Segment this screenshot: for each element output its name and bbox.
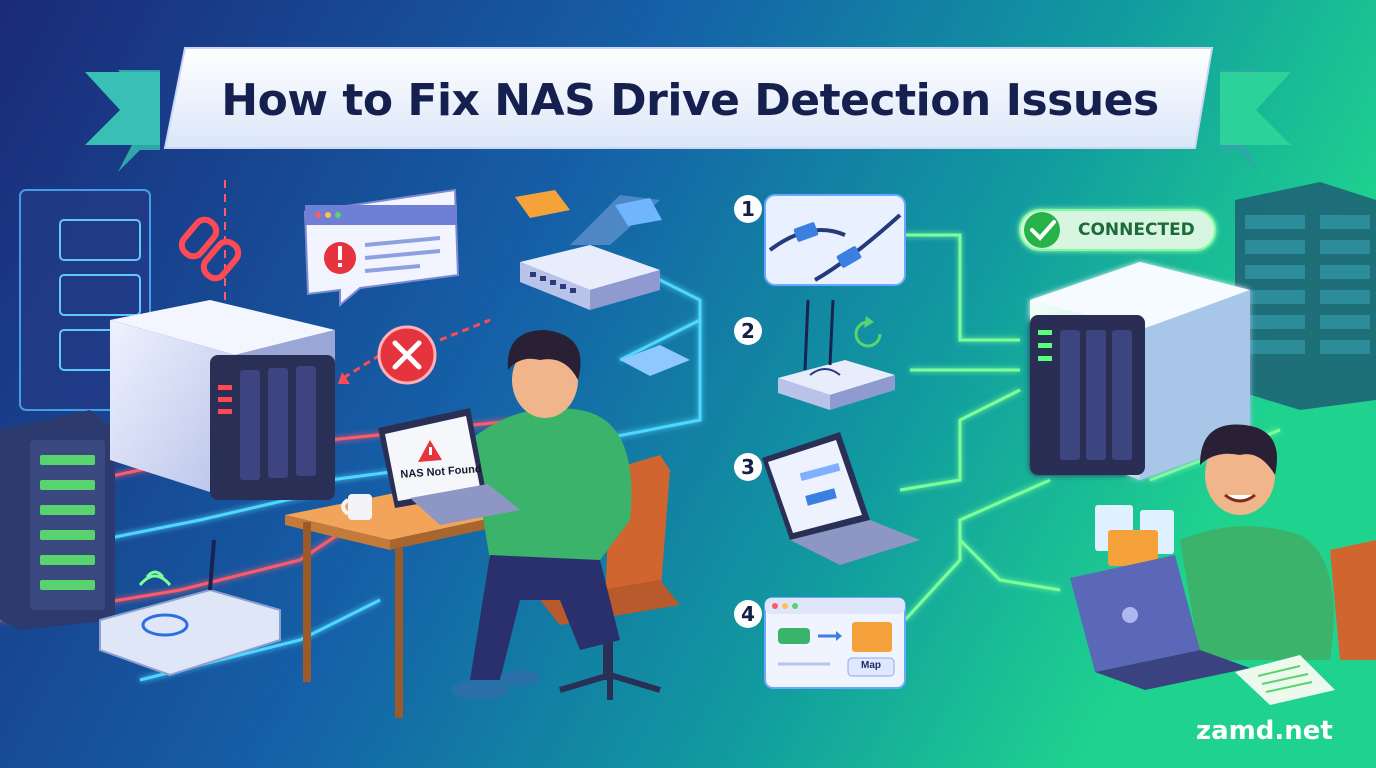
- server-rack-right: [1235, 182, 1376, 410]
- paper-document: [1235, 655, 1335, 705]
- coffee-mug-icon: [341, 494, 372, 520]
- nas-device-failed: [110, 300, 335, 500]
- server-tower-left: [0, 410, 115, 630]
- step-card-3: [734, 432, 920, 565]
- user-happy: [1180, 424, 1376, 660]
- folder-icon: [515, 190, 662, 226]
- warning-icon: [418, 440, 442, 462]
- laptop-error: [378, 408, 520, 525]
- error-x-icon: [338, 318, 491, 385]
- map-button: Map: [861, 660, 881, 671]
- step-number-1: 1: [741, 197, 755, 221]
- error-dialog: [303, 188, 460, 308]
- step-number-3: 3: [741, 455, 755, 479]
- step-card-2: [734, 299, 895, 410]
- laptop-happy: [1070, 555, 1250, 690]
- warning-icon: [324, 242, 356, 274]
- folder-icon: [852, 622, 892, 652]
- refresh-icon: [854, 316, 882, 348]
- router-left: [99, 539, 281, 677]
- nas-device-connected: [1030, 262, 1250, 480]
- step-number-2: 2: [741, 319, 755, 343]
- page-title: How to Fix NAS Drive Detection Issues: [221, 74, 1159, 126]
- user-frustrated: [440, 330, 632, 700]
- step-number-4: 4: [741, 602, 755, 626]
- broken-link-icon: [178, 180, 242, 310]
- connected-badge: [1019, 209, 1216, 251]
- step-card-1: [734, 194, 906, 286]
- step-card-4: [734, 597, 906, 689]
- wifi-icon: [809, 368, 841, 376]
- title-banner: [85, 47, 1291, 172]
- folder-icon: [1095, 505, 1174, 566]
- checkmark-icon: [1024, 212, 1060, 248]
- storage-chip: [620, 345, 690, 376]
- status-badge: CONNECTED: [1078, 220, 1195, 240]
- watermark: zamd.net: [1196, 716, 1333, 746]
